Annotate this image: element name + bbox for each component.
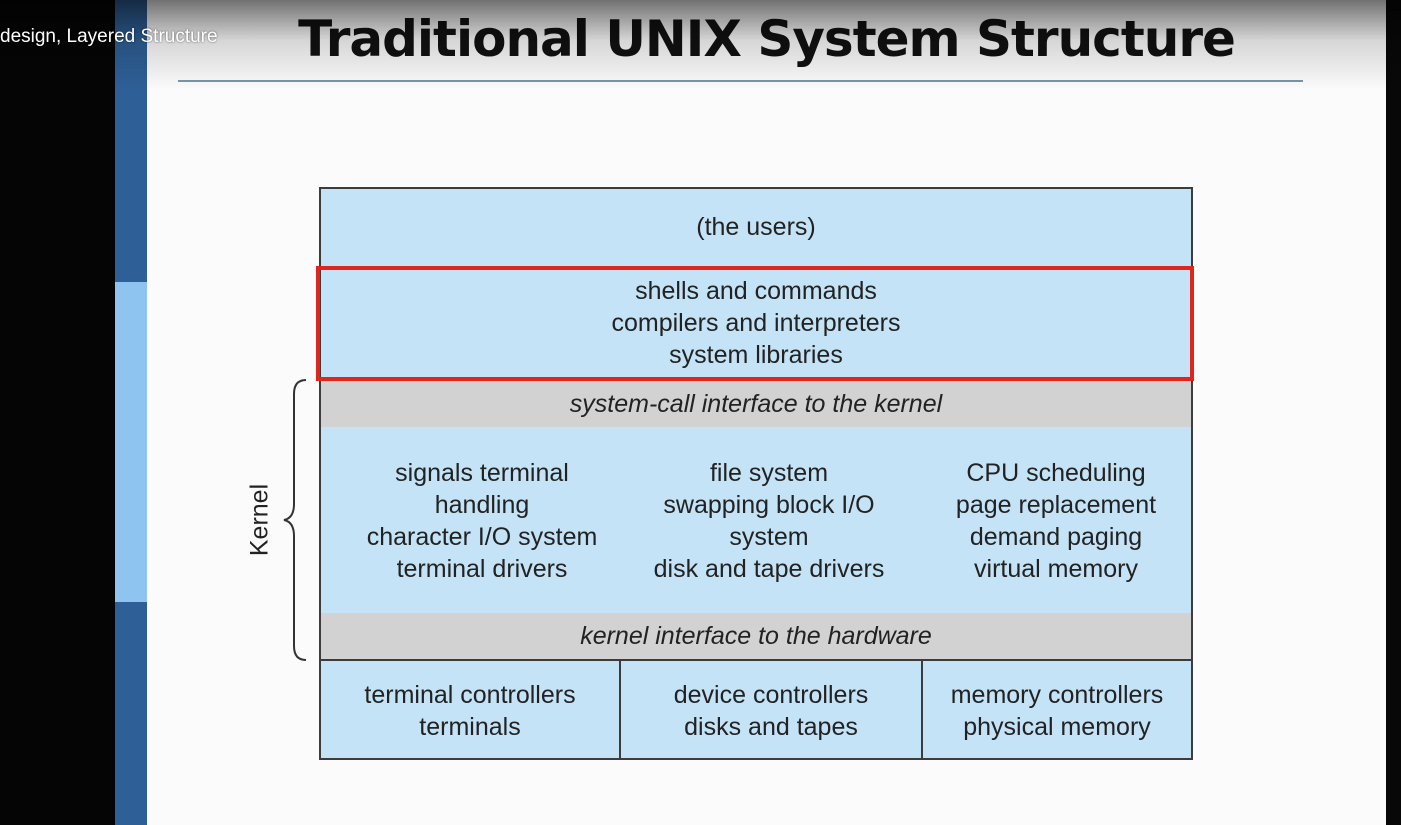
hardware-item: disks and tapes	[684, 712, 858, 741]
hardware-cell-memory: memory controllers physical memory	[923, 661, 1191, 760]
syscall-interface-label: system-call interface to the kernel	[569, 390, 943, 418]
shells-line: shells and commands	[635, 277, 877, 305]
hardware-item: device controllers	[673, 680, 869, 709]
hardware-cell-disks: device controllers disks and tapes	[621, 661, 921, 760]
slide-side-bar-bottom	[115, 602, 147, 825]
hardware-item: terminals	[419, 712, 521, 741]
hardware-divider	[619, 661, 621, 760]
video-left-letterbox	[0, 0, 115, 825]
kernel-item: virtual memory	[974, 555, 1138, 583]
hardware-item: terminal controllers	[364, 680, 576, 709]
kernel-item: demand paging	[969, 523, 1143, 551]
kernel-item: terminal drivers	[396, 555, 568, 583]
kernel-item: handling	[434, 491, 530, 519]
kernel-column-memory: CPU scheduling page replacement demand p…	[911, 457, 1201, 585]
kernel-item: disk and tape drivers	[653, 555, 885, 583]
kernel-item: file system	[709, 459, 829, 487]
hardware-layer: terminal controllers terminals device co…	[319, 659, 1193, 760]
hardware-divider	[921, 661, 923, 760]
kernel-item: signals terminal	[395, 459, 569, 487]
kernel-item: CPU scheduling	[966, 459, 1146, 487]
slide-title: Traditional UNIX System Structure	[298, 10, 1236, 68]
hardware-cell-terminals: terminal controllers terminals	[321, 661, 619, 760]
compilers-line: compilers and interpreters	[611, 309, 901, 337]
users-label: (the users)	[696, 213, 816, 241]
kernel-item: page replacement	[955, 491, 1157, 519]
video-right-letterbox	[1386, 0, 1401, 825]
video-title[interactable]: design, Layered Structure	[0, 26, 218, 47]
kernel-item: swapping block I/O	[663, 491, 875, 519]
kernel-label: Kernel	[245, 483, 274, 557]
users-layer: (the users)	[319, 187, 1193, 265]
hardware-item: physical memory	[963, 712, 1151, 741]
kernel-item: character I/O system	[366, 523, 598, 551]
hardware-interface-label: kernel interface to the hardware	[580, 622, 932, 650]
shells-layer: shells and commands compilers and interp…	[319, 265, 1193, 381]
title-underline	[178, 80, 1303, 82]
kernel-item: system	[729, 523, 809, 551]
libraries-line: system libraries	[669, 341, 843, 369]
hardware-interface-layer: kernel interface to the hardware	[319, 613, 1193, 659]
unix-structure-diagram: (the users) shells and commands compiler…	[319, 187, 1193, 760]
kernel-column-terminal: signals terminal handling character I/O …	[337, 457, 627, 585]
slide-side-bar-middle	[115, 282, 147, 602]
kernel-brace-icon	[283, 379, 307, 661]
highlight-box	[316, 266, 1194, 381]
kernel-body-layer: signals terminal handling character I/O …	[319, 427, 1193, 613]
kernel-column-filesystem: file system swapping block I/O system di…	[624, 457, 914, 585]
syscall-interface-layer: system-call interface to the kernel	[319, 381, 1193, 427]
hardware-item: memory controllers	[950, 680, 1164, 709]
